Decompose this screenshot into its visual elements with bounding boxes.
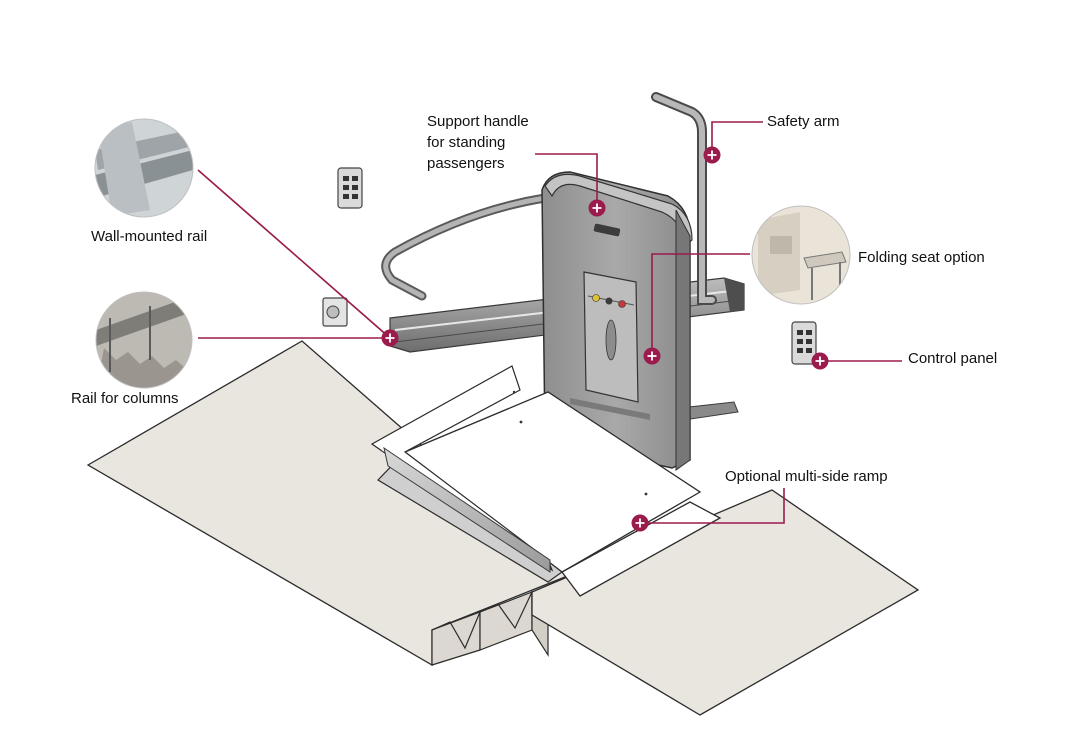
rail-columns-photo [95, 291, 193, 389]
remote-control-upper [337, 167, 363, 209]
plus-circle-icon[interactable] [381, 329, 399, 347]
plus-circle-icon[interactable] [703, 146, 721, 164]
plus-circle-icon[interactable] [631, 514, 649, 532]
leader-folding-seat [651, 253, 750, 356]
support-handle-line-2: for standing [427, 134, 506, 151]
safety-arm [651, 92, 717, 305]
leader-support-handle [535, 153, 598, 208]
leader-safety-arm [711, 121, 763, 155]
support-handle-label: Support handle for standing passengers [427, 111, 529, 174]
rail-columns-label: Rail for columns [71, 390, 179, 407]
wall-switch-box [322, 297, 348, 327]
leader-ramp [640, 488, 785, 524]
plus-circle-icon[interactable] [588, 199, 606, 217]
support-handle-line-3: passengers [427, 155, 505, 172]
leader-lines [197, 121, 902, 524]
control-panel-device [791, 321, 817, 365]
folding-seat-label: Folding seat option [858, 249, 985, 266]
folding-seat-photo [751, 205, 851, 305]
control-panel-label: Control panel [908, 350, 998, 367]
left-folding-arm [381, 193, 550, 301]
plus-circle-icon[interactable] [643, 347, 661, 365]
leader-wall-rail [197, 169, 391, 339]
support-handle-line-1: Support handle [427, 113, 529, 130]
carriage-panel [541, 171, 693, 471]
safety-arm-label: Safety arm [767, 113, 840, 130]
ramp-label: Optional multi-side ramp [725, 468, 888, 485]
plus-circle-icon[interactable] [811, 352, 829, 370]
wall-rail-label: Wall-mounted rail [91, 228, 208, 245]
wall-rail-photo [94, 118, 194, 218]
plus-markers [381, 146, 829, 532]
landing-floor [86, 340, 920, 716]
